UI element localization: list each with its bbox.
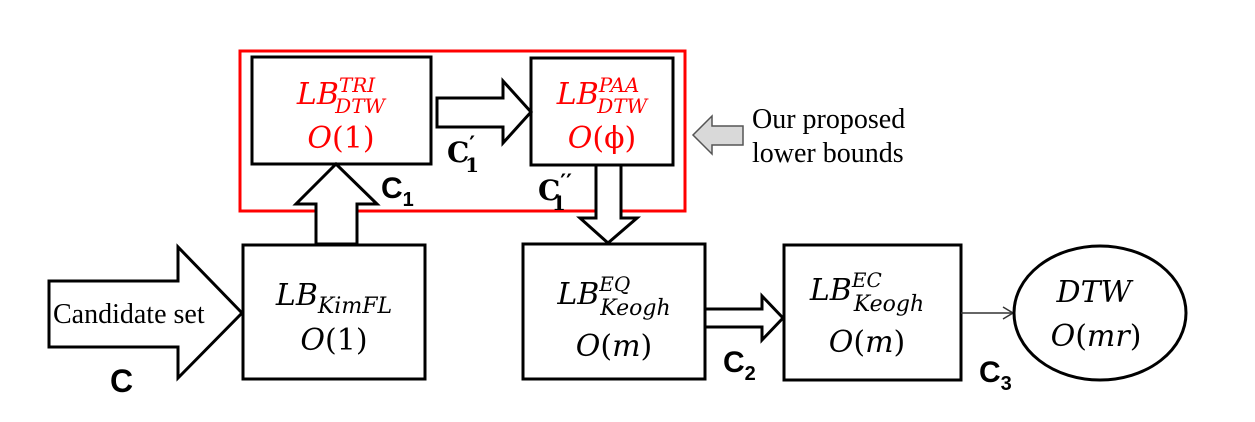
edge-label-c3: C3	[979, 356, 1012, 395]
node-keogh-eq-complexity: O(m)	[576, 329, 653, 364]
callout-arrow-icon	[691, 114, 744, 156]
edge-label-c1-double-prime: C′′1	[538, 170, 572, 215]
node-paa-complexity: O(ϕ)	[568, 121, 637, 156]
edge-arrow-candidate-set	[47, 243, 245, 382]
node-tri-complexity: O(1)	[307, 121, 374, 156]
edge-arrow-c3	[961, 306, 1015, 320]
node-kimfl-complexity: O(1)	[300, 323, 367, 358]
edge-arrow-c1-double-prime	[576, 163, 642, 245]
candidate-set-text: Candidate set	[53, 299, 205, 330]
callout-text-line2: lower bounds	[752, 138, 904, 169]
proposed-lower-bounds-highlight-box	[238, 49, 687, 213]
edge-arrow-c1	[292, 161, 381, 246]
callout-text-line1: Our proposed	[752, 104, 905, 135]
node-dtw: DTW O(mr)	[1012, 244, 1188, 382]
node-dtw-label: DTW	[1056, 275, 1134, 310]
edge-arrow-c1-prime	[435, 77, 534, 147]
edge-label-c1-prime: C′1	[447, 132, 479, 177]
node-keogh-ec-complexity: O(m)	[829, 325, 906, 360]
node-dtw-complexity: O(mr)	[1051, 319, 1142, 354]
edge-label-c2: C2	[723, 346, 756, 385]
edge-label-c: C	[110, 363, 133, 399]
edge-label-c1: C1	[381, 172, 414, 211]
edge-arrow-c2	[703, 292, 786, 344]
node-lb-kimfl: LBKimFL O(1)	[241, 243, 427, 381]
node-kimfl-label: LBKimFL	[275, 278, 392, 319]
